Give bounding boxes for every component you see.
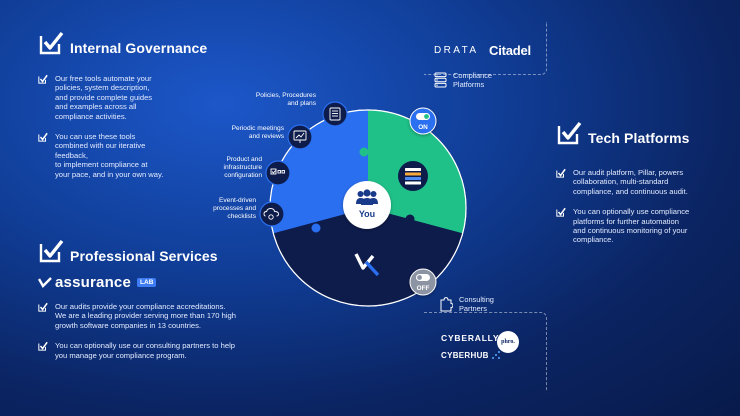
- bullet-item: You can optionally use our consulting pa…: [38, 341, 298, 360]
- toggle-on-label: ON: [418, 124, 428, 131]
- wheel-outline: [269, 109, 467, 307]
- consulting-partners-box: [424, 312, 547, 391]
- professional-services-bullets: Our audits provide your compliance accre…: [38, 302, 298, 360]
- assurance-lab-logo: assurance LAB: [38, 274, 298, 291]
- check-icon: [38, 302, 48, 312]
- professional-services-header: Professional Services: [38, 238, 298, 264]
- document-list-icon: [329, 107, 341, 121]
- bullet-item: Our audits provide your compliance accre…: [38, 302, 298, 330]
- wheel-lower-segment: [273, 208, 463, 306]
- bullet-item: Our audit platform, Pillar, powers colla…: [556, 168, 726, 196]
- cyberally-logo-text: CYBERALLY: [441, 333, 500, 343]
- puzzle-notch: [311, 223, 321, 233]
- policies-icon-bg: [322, 101, 348, 127]
- tech-platforms-bullets: Our audit platform, Pillar, powers colla…: [556, 168, 726, 245]
- checkbox-check-icon: [557, 121, 582, 145]
- phro-logo-text: phro.: [501, 339, 515, 345]
- on-toggle-track: [416, 113, 430, 120]
- check-icon: [38, 132, 48, 142]
- platform-icon-bg: [398, 161, 428, 191]
- wheel-base: [269, 109, 467, 307]
- compliance-platforms-box: [424, 22, 547, 75]
- assurance-brand-name: assurance: [55, 274, 132, 291]
- event-icon-bg: [259, 201, 285, 227]
- bullet-item: You can optionally use compliance platfo…: [556, 207, 726, 245]
- on-toggle-knob: [424, 114, 429, 119]
- check-icon: [38, 74, 48, 84]
- presentation-icon: [293, 130, 307, 143]
- policies-label: Policies, Procedures and plans: [255, 92, 316, 107]
- off-toggle-track: [416, 274, 430, 281]
- books-stack-icon: [405, 168, 421, 185]
- bullet-text: Our audits provide your compliance accre…: [55, 302, 236, 330]
- server-stack-icon: [434, 72, 447, 88]
- citadel-logo: Citadel: [489, 42, 531, 60]
- checkbox-check-icon: [39, 239, 64, 263]
- internal-governance-title: Internal Governance: [70, 40, 208, 56]
- tech-platforms-section: Tech Platforms Our audit platform, Pilla…: [556, 120, 726, 245]
- cyberhub-dots-icon: [491, 351, 500, 359]
- check-icon: [38, 342, 48, 351]
- assurance-logo-mark-icon: [38, 276, 52, 288]
- compliance-platforms-label: Compliance Platforms: [453, 71, 493, 89]
- check-icon: [556, 168, 566, 178]
- internal-governance-section: Internal Governance Our free tools autom…: [38, 30, 248, 179]
- bullet-text: You can optionally use compliance platfo…: [573, 207, 690, 245]
- bullet-item: You can use these tools combined with ou…: [38, 132, 248, 179]
- configuration-label: Product and infrastructure configuration: [223, 156, 262, 179]
- puzzle-notch: [359, 147, 369, 157]
- checkbox-check-icon: [39, 31, 64, 55]
- cloud-process-icon: [263, 208, 279, 220]
- toggle-off-label: OFF: [416, 285, 430, 292]
- bullet-item: Our free tools automate your policies, s…: [38, 74, 248, 121]
- bullet-text: You can use these tools combined with ou…: [55, 132, 164, 179]
- you-label: You: [358, 209, 376, 219]
- lab-badge: LAB: [137, 278, 157, 287]
- puzzle-notch: [405, 214, 415, 224]
- center-you-circle: [343, 181, 391, 229]
- cyberhub-logo-text: CYBERHUB: [441, 350, 489, 360]
- cyberhub-logo: CYBERHUB: [441, 350, 501, 360]
- bullet-text: Our audit platform, Pillar, powers colla…: [573, 168, 688, 196]
- cyberally-logo: CYBERALLY: [441, 328, 499, 346]
- check-icon: [556, 208, 566, 217]
- bullet-text: You can optionally use our consulting pa…: [55, 341, 235, 360]
- internal-governance-header: Internal Governance: [38, 30, 248, 56]
- compliance-platforms-label-group: Compliance Platforms: [434, 71, 492, 89]
- puzzle-piece-icon: [440, 296, 453, 311]
- drata-logo: DRATA: [434, 45, 478, 56]
- configuration-icon-bg: [265, 160, 291, 186]
- off-toggle-knob: [417, 275, 422, 280]
- meetings-label: Periodic meetings and reviews: [231, 125, 284, 140]
- tech-platforms-header: Tech Platforms: [556, 120, 726, 146]
- phro-logo: phro.: [497, 331, 519, 353]
- professional-services-title: Professional Services: [70, 248, 218, 264]
- consulting-partners-label-group: Consulting Partners: [440, 295, 494, 313]
- bullet-text: Our free tools automate your policies, s…: [55, 74, 153, 121]
- users-group-icon: [356, 189, 378, 205]
- consulting-partners-label: Consulting Partners: [459, 295, 494, 313]
- config-checklist-icon: [270, 168, 285, 175]
- internal-governance-bullets: Our free tools automate your policies, s…: [38, 74, 248, 179]
- meetings-icon-bg: [287, 124, 313, 150]
- tech-platforms-title: Tech Platforms: [588, 130, 690, 146]
- assurance-mark-icon: [354, 253, 380, 277]
- event-driven-label: Event-driven processes and checklists: [213, 197, 256, 220]
- citadel-logo-text: Citadel: [489, 43, 531, 58]
- professional-services-section: Professional Services assurance LAB Our …: [38, 238, 298, 360]
- drata-logo-text: DRATA: [434, 45, 479, 56]
